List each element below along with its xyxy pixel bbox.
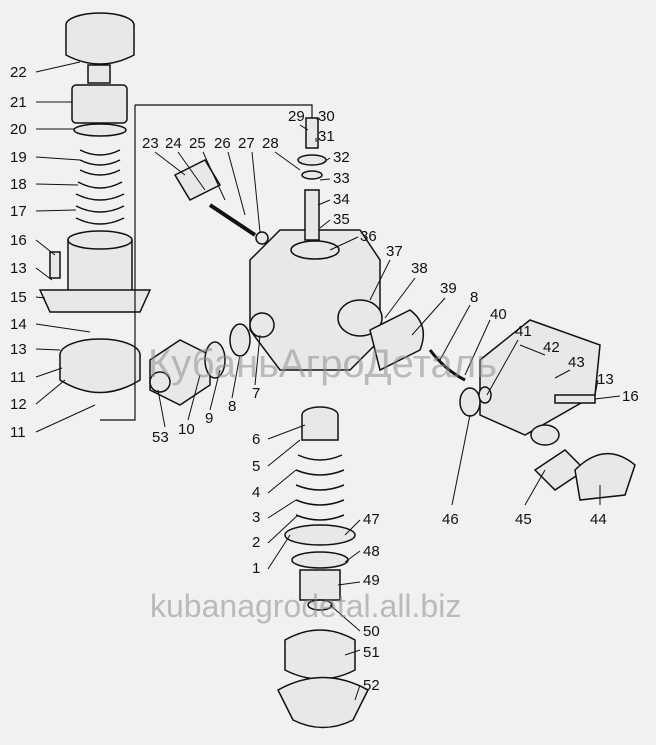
part-label-1: 1 [252,560,261,577]
part-label-7: 7 [252,385,261,402]
part-label-47: 47 [363,511,380,528]
part-label-5: 5 [252,458,261,475]
part-label-36: 36 [360,228,377,245]
part-label-25: 25 [189,135,206,152]
part-label-48: 48 [363,543,380,560]
part-label-46: 46 [442,511,459,528]
part-label-23: 23 [142,135,159,152]
part-label-17: 17 [10,203,27,220]
part-label-22: 22 [10,64,27,81]
part-label-49: 49 [363,572,380,589]
part-label-13: 13 [10,341,27,358]
part-label-31: 31 [318,128,335,145]
part-label-21: 21 [10,94,27,111]
part-label-30: 30 [318,108,335,125]
part-label-15: 15 [10,289,27,306]
part-label-20: 20 [10,121,27,138]
part-label-29: 29 [288,108,305,125]
part-label-32: 32 [333,149,350,166]
part-label-8: 8 [470,289,479,306]
part-label-50: 50 [363,623,380,640]
part-label-16: 16 [622,388,639,405]
part-label-45: 45 [515,511,532,528]
part-label-27: 27 [238,135,255,152]
part-label-9: 9 [205,410,214,427]
part-label-3: 3 [252,509,261,526]
part-label-42: 42 [543,339,560,356]
part-label-13: 13 [10,260,27,277]
part-label-11: 11 [10,369,26,386]
part-label-8: 8 [228,398,237,415]
part-label-12: 12 [10,396,27,413]
watermark-url: kubanagrodetal.all.biz [150,588,462,624]
part-label-16: 16 [10,232,27,249]
part-label-4: 4 [252,484,261,501]
part-label-51: 51 [363,644,380,661]
part-label-34: 34 [333,191,350,208]
part-label-33: 33 [333,170,350,187]
part-label-14: 14 [10,316,27,333]
part-label-43: 43 [568,354,585,371]
part-label-38: 38 [411,260,428,277]
part-label-39: 39 [440,280,457,297]
part-label-35: 35 [333,211,350,228]
part-label-13: 13 [597,371,614,388]
part-label-10: 10 [178,421,195,438]
part-label-24: 24 [165,135,182,152]
watermark-cyrillic: КубаньАгроДеталь [148,342,497,386]
part-label-41: 41 [515,323,532,340]
part-label-40: 40 [490,306,507,323]
part-label-26: 26 [214,135,231,152]
part-label-6: 6 [252,431,261,448]
part-label-53: 53 [152,429,169,446]
part-label-18: 18 [10,176,27,193]
part-label-11: 11 [10,424,26,441]
part-label-19: 19 [10,149,27,166]
part-label-28: 28 [262,135,279,152]
part-label-52: 52 [363,677,380,694]
part-label-37: 37 [386,243,403,260]
part-label-44: 44 [590,511,607,528]
part-label-2: 2 [252,534,261,551]
